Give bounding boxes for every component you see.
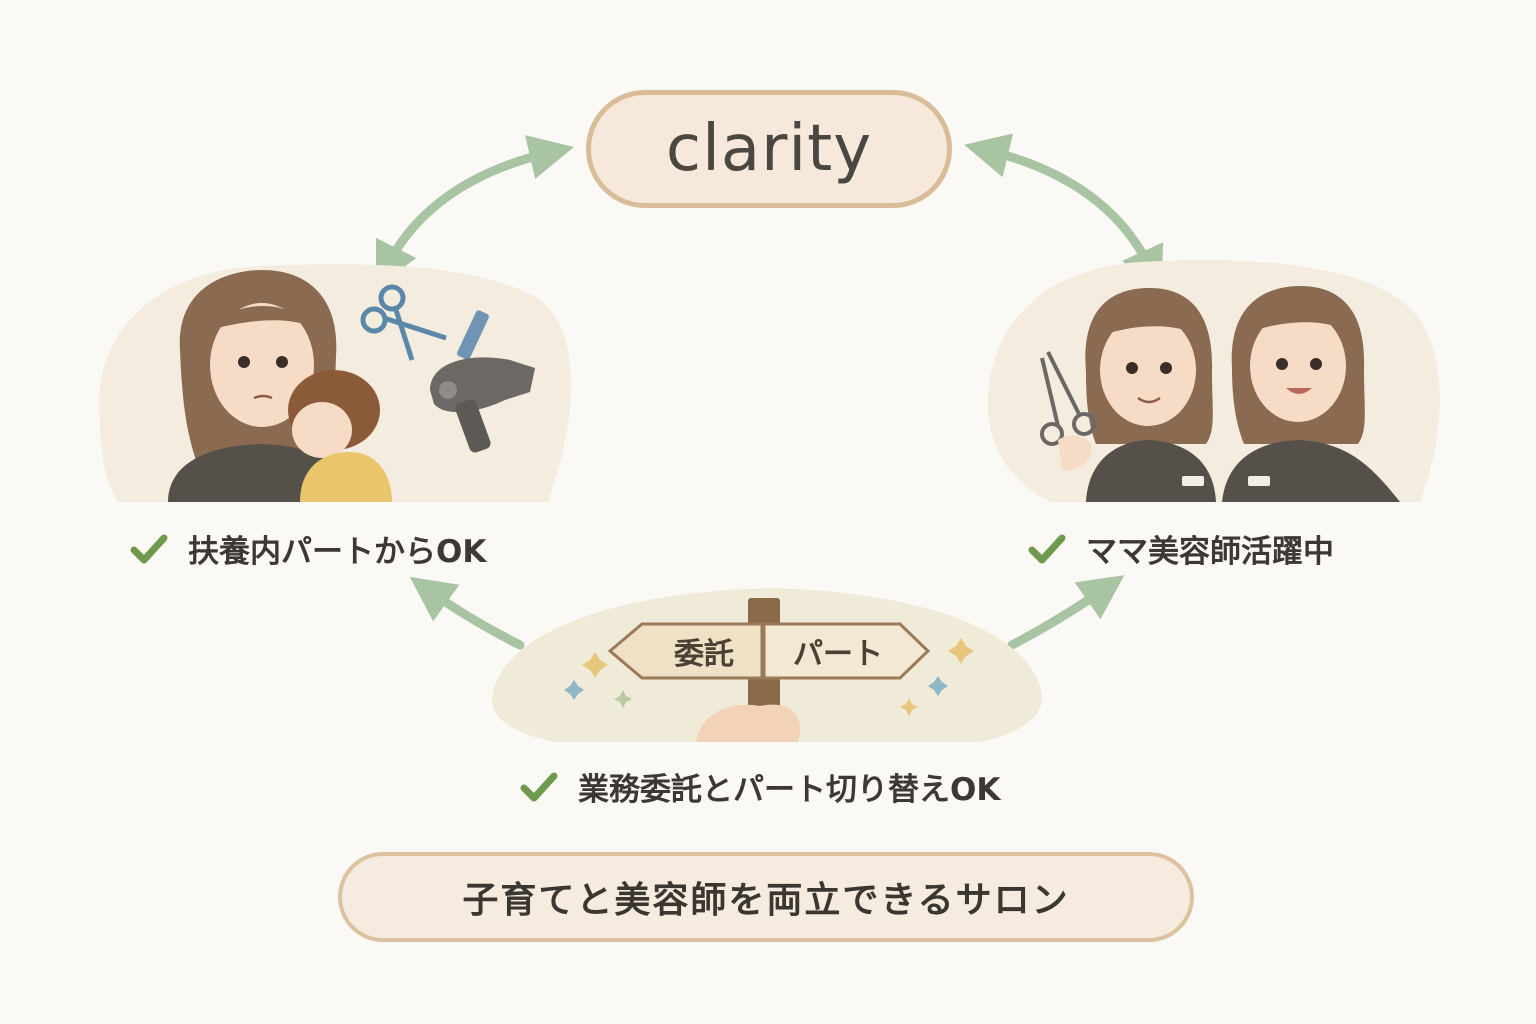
feature-right-label: ママ美容師活躍中	[1086, 534, 1334, 570]
feature-right: ママ美容師活躍中	[1028, 526, 1334, 571]
brand-title: clarity	[586, 90, 952, 208]
feature-center: 業務委託とパート切り替えOK	[520, 764, 1000, 809]
feature-left: 扶養内パートからOK	[130, 526, 486, 571]
arrow-title-left	[375, 135, 574, 289]
check-icon	[130, 534, 168, 563]
arrow-title-right	[964, 133, 1164, 293]
check-icon	[1028, 534, 1066, 563]
mother-child-illustration	[99, 264, 572, 502]
sign-left-text: 委託	[674, 637, 734, 672]
arrow-center-right	[1007, 575, 1125, 650]
stylists-illustration	[987, 260, 1440, 502]
arrow-center-left	[409, 576, 525, 650]
feature-center-label: 業務委託とパート切り替えOK	[578, 772, 1001, 808]
check-icon	[520, 772, 558, 801]
sign-left-board-2	[607, 622, 764, 680]
sign-right-board	[762, 622, 931, 680]
tagline: 子育てと美容師を両立できるサロン	[338, 852, 1194, 942]
feature-left-label: 扶養内パートからOK	[188, 534, 487, 570]
sign-right-text: パート	[793, 637, 883, 672]
signpost-illustration	[492, 588, 1042, 742]
